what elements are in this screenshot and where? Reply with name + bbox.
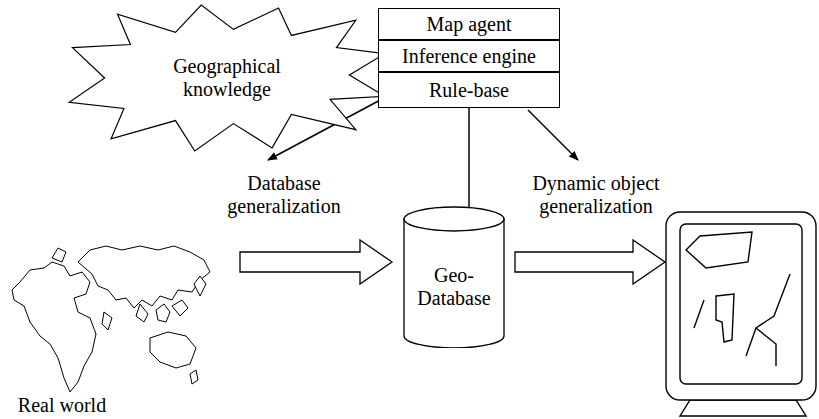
node-text: Geographical knowledge bbox=[152, 55, 302, 101]
node-text: Map agent bbox=[427, 13, 512, 36]
block-arrow bbox=[515, 240, 665, 284]
module-row: Map agent bbox=[378, 8, 560, 40]
world-map bbox=[12, 246, 210, 392]
module-row: Rule-base bbox=[378, 72, 560, 108]
connector-line bbox=[468, 108, 470, 207]
process-label: Dynamic object generalization bbox=[526, 172, 666, 218]
node-text: Inference engine bbox=[402, 45, 536, 68]
node-text: Rule-base bbox=[429, 79, 509, 102]
knowledge-cloud: Geographical knowledge bbox=[66, 2, 388, 154]
leader-arrow bbox=[528, 110, 578, 160]
caption-label: Real world bbox=[10, 394, 114, 417]
monitor bbox=[666, 212, 816, 416]
module-row: Inference engine bbox=[378, 40, 560, 72]
database-cylinder: Geo- Database bbox=[403, 206, 505, 348]
node-text: Geo- Database bbox=[414, 264, 494, 310]
block-arrow bbox=[240, 240, 392, 284]
process-label: Database generalization bbox=[226, 172, 342, 218]
